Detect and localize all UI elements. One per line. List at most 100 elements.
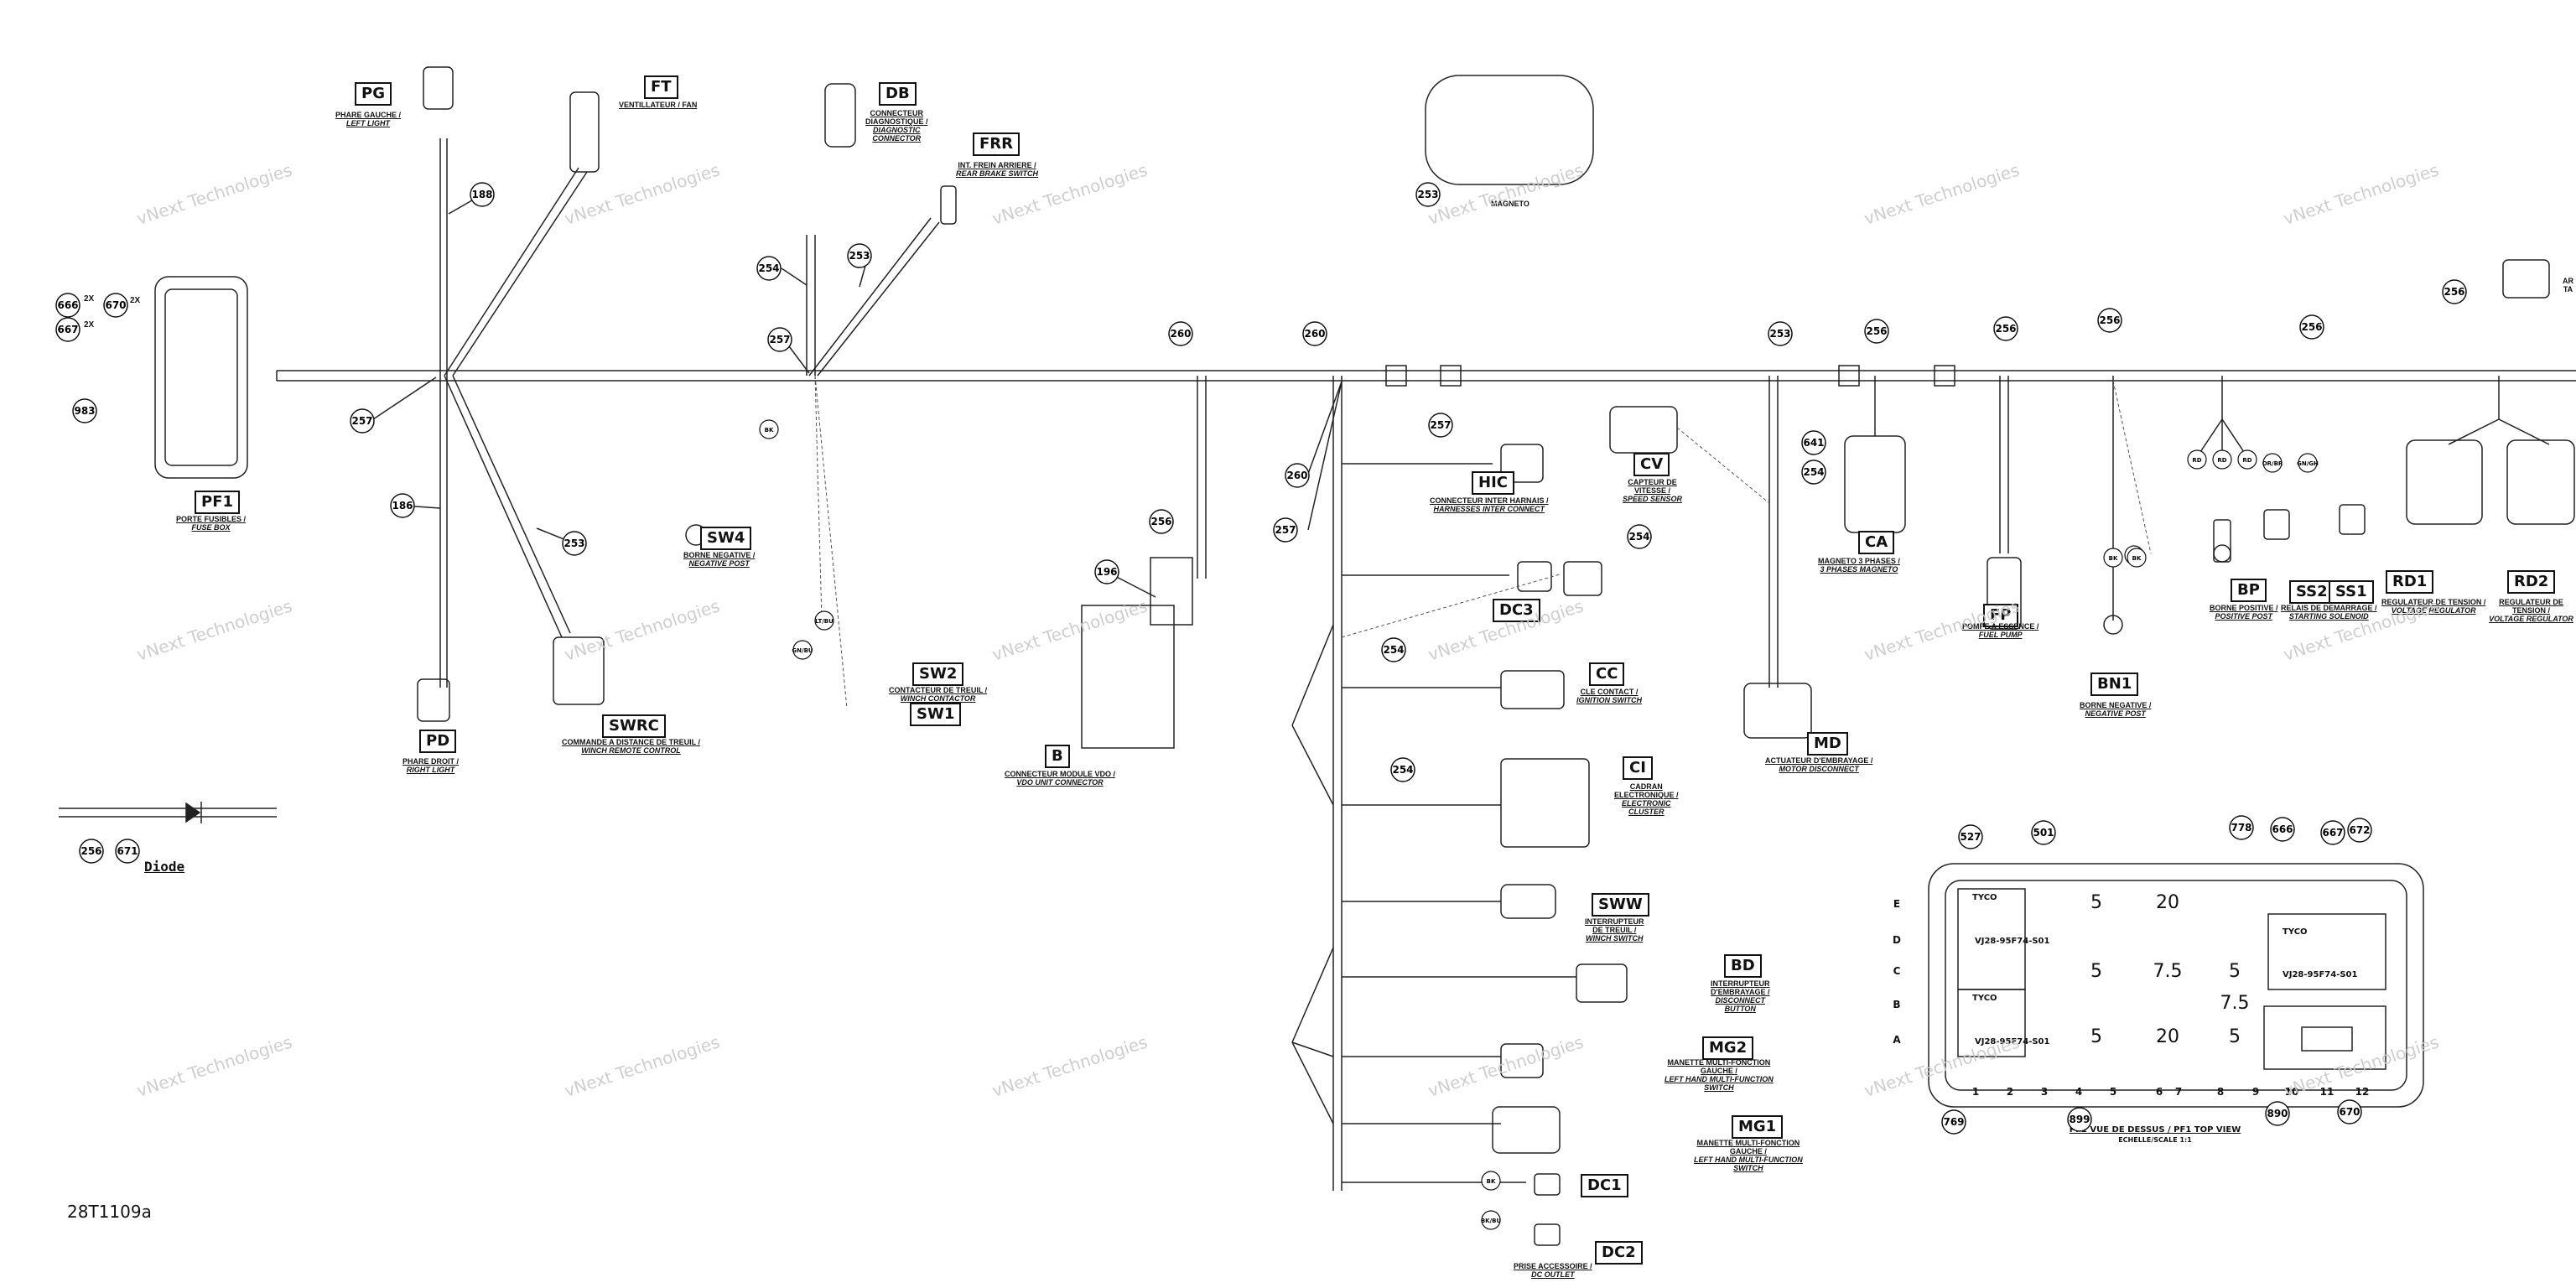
wire-color-text: GN/GH xyxy=(2297,460,2319,467)
wire-color-tag: BK xyxy=(2103,548,2123,568)
fusebox-scale: ECHELLE/SCALE 1:1 xyxy=(2118,1136,2192,1144)
connector-code-dc3: DC3 xyxy=(1493,599,1540,622)
drawing-code: 28T1109a xyxy=(67,1202,152,1222)
reference-circle-number: 186 xyxy=(392,500,413,512)
reference-circle: 769 xyxy=(1941,1109,1966,1135)
reference-circle-number: 257 xyxy=(769,334,790,345)
reference-circle: 253 xyxy=(847,243,872,268)
connector-code-pg: PG xyxy=(355,82,392,106)
reference-circle-number: 890 xyxy=(2267,1108,2288,1119)
connector-code-bd: BD xyxy=(1724,954,1762,978)
connector-caption-line: VOLTAGE REGULATOR xyxy=(2489,615,2573,623)
fusebox-col-label: 5 xyxy=(2110,1086,2116,1098)
reference-circle-number: 666 xyxy=(57,299,78,311)
connector-caption-line: SPEED SENSOR xyxy=(1623,495,1683,503)
reference-circle: 667 xyxy=(2320,820,2345,845)
fusebox-row-label: A xyxy=(1893,1034,1901,1046)
wire-color-tag: BK xyxy=(2127,548,2147,568)
connector-caption-rd2: REGULATEUR DE TENSION /VOLTAGE REGULATOR xyxy=(2486,598,2576,623)
fusebox-row-label: C xyxy=(1893,965,1901,977)
connector-caption-line: LEFT HAND MULTI-FUNCTION xyxy=(1694,1156,1803,1164)
reference-circle-number: 256 xyxy=(2444,286,2464,298)
connector-caption-rd1: REGULATEUR DE TENSION /VOLTAGE REGULATOR xyxy=(2381,598,2485,615)
connector-code-bp: BP xyxy=(2231,579,2267,602)
connector-caption-b: CONNECTEUR MODULE VDO /VDO UNIT CONNECTO… xyxy=(1005,770,1115,787)
reference-circle: 671 xyxy=(115,839,140,864)
fusebox-col-label: 6 xyxy=(2156,1086,2163,1098)
connector-caption-line: FUSE BOX xyxy=(191,523,231,532)
reference-circle: 890 xyxy=(2265,1101,2290,1126)
connector-caption-line: POSITIVE POST xyxy=(2215,612,2273,621)
connector-code-dc1: DC1 xyxy=(1581,1174,1628,1197)
reference-circle: 253 xyxy=(1415,182,1441,207)
reference-circle: 666 xyxy=(55,293,80,318)
reference-circle-number: 256 xyxy=(1995,323,2016,335)
connector-caption-line: INTERRUPTEUR xyxy=(1585,917,1644,926)
connector-code-db: DB xyxy=(879,82,917,106)
reference-circle-number: 253 xyxy=(1769,328,1790,340)
connector-code-md: MD xyxy=(1807,732,1848,756)
fusebox-col-label: 12 xyxy=(2355,1086,2370,1098)
connector-caption-line: LEFT LIGHT xyxy=(346,119,390,127)
wire-color-text: BK xyxy=(765,427,774,434)
reference-circle-number: 256 xyxy=(2099,314,2120,326)
wire-color-tag: GN/GH xyxy=(2297,453,2319,473)
connector-caption-line: CONNECTEUR INTER HARNAIS / xyxy=(1430,496,1549,505)
reference-circle: 256 xyxy=(2442,279,2467,304)
connector-caption-line: ACTUATEUR D'EMBRAYAGE / xyxy=(1765,756,1873,765)
connector-caption-bn1: BORNE NEGATIVE /NEGATIVE POST xyxy=(2080,701,2151,718)
fusebox-brand: TYCO xyxy=(1972,994,1997,1003)
connector-caption-line: NEGATIVE POST xyxy=(688,559,750,568)
connector-caption-line: REGULATEUR DE TENSION / xyxy=(2381,598,2486,606)
connector-code-ci: CI xyxy=(1623,756,1653,780)
reference-circle-number: 769 xyxy=(1943,1116,1964,1128)
reference-circle-number: 196 xyxy=(1096,566,1117,578)
reference-circle-number: 256 xyxy=(80,845,101,857)
connector-caption-line: VENTILLATEUR / FAN xyxy=(619,101,698,109)
fusebox-row-label: B xyxy=(1893,999,1900,1010)
wire-color-tag: BK xyxy=(759,419,779,439)
reference-circle: 254 xyxy=(1390,757,1415,782)
reference-circle-number: 253 xyxy=(849,250,870,262)
reference-circle-number: 256 xyxy=(1866,325,1887,337)
reference-circle-number: 667 xyxy=(2322,827,2343,839)
fusebox-col-label: 7 xyxy=(2175,1086,2182,1098)
connector-caption-line: CLUSTER xyxy=(1628,808,1665,816)
connector-caption-line: GAUCHE / xyxy=(1700,1067,1737,1075)
multiplier-label: 2X xyxy=(130,296,141,305)
fusebox-part-no: VJ28-95F74-S01 xyxy=(1975,937,2050,946)
connector-caption-fp: POMPE A ESSENCE /FUEL PUMP xyxy=(1962,622,2038,639)
reference-circle-number: 257 xyxy=(1275,524,1296,536)
reference-circle: 254 xyxy=(1627,524,1652,549)
fusebox-col-label: 1 xyxy=(1972,1086,1979,1098)
connector-code-rd1: RD1 xyxy=(2386,570,2434,594)
connector-code-sw1: SW1 xyxy=(910,703,962,726)
wire-color-tag: RD xyxy=(2187,449,2207,470)
connector-caption-line: REAR BRAKE SWITCH xyxy=(956,169,1038,178)
connector-caption-line: VOLTAGE REGULATOR xyxy=(2391,606,2476,615)
reference-circle: 253 xyxy=(562,531,587,556)
fusebox-col-label: 3 xyxy=(2041,1086,2048,1098)
reference-circle: 260 xyxy=(1302,321,1327,346)
connector-code-bn1: BN1 xyxy=(2090,673,2139,696)
reference-circle-number: 260 xyxy=(1286,470,1307,481)
wire-color-tag: GN/BU xyxy=(792,640,813,660)
connector-caption-dc2: PRISE ACCESSOIRE /DC OUTLET xyxy=(1514,1262,1592,1279)
reference-circle: 670 xyxy=(2337,1099,2362,1124)
fusebox-part-no: VJ28-95F74-S01 xyxy=(2283,970,2358,979)
wire-color-tag: RD xyxy=(2212,449,2232,470)
fuse-value: 7.5 xyxy=(2220,993,2250,1014)
connector-caption-line: ELECTRONIC xyxy=(1622,799,1671,808)
connector-caption-line: NEGATIVE POST xyxy=(2085,709,2146,718)
reference-circle: 253 xyxy=(1768,321,1793,346)
connector-code-cv: CV xyxy=(1633,453,1670,476)
reference-circle: 260 xyxy=(1168,321,1193,346)
connector-caption-line: DIAGNOSTIC xyxy=(873,126,921,134)
